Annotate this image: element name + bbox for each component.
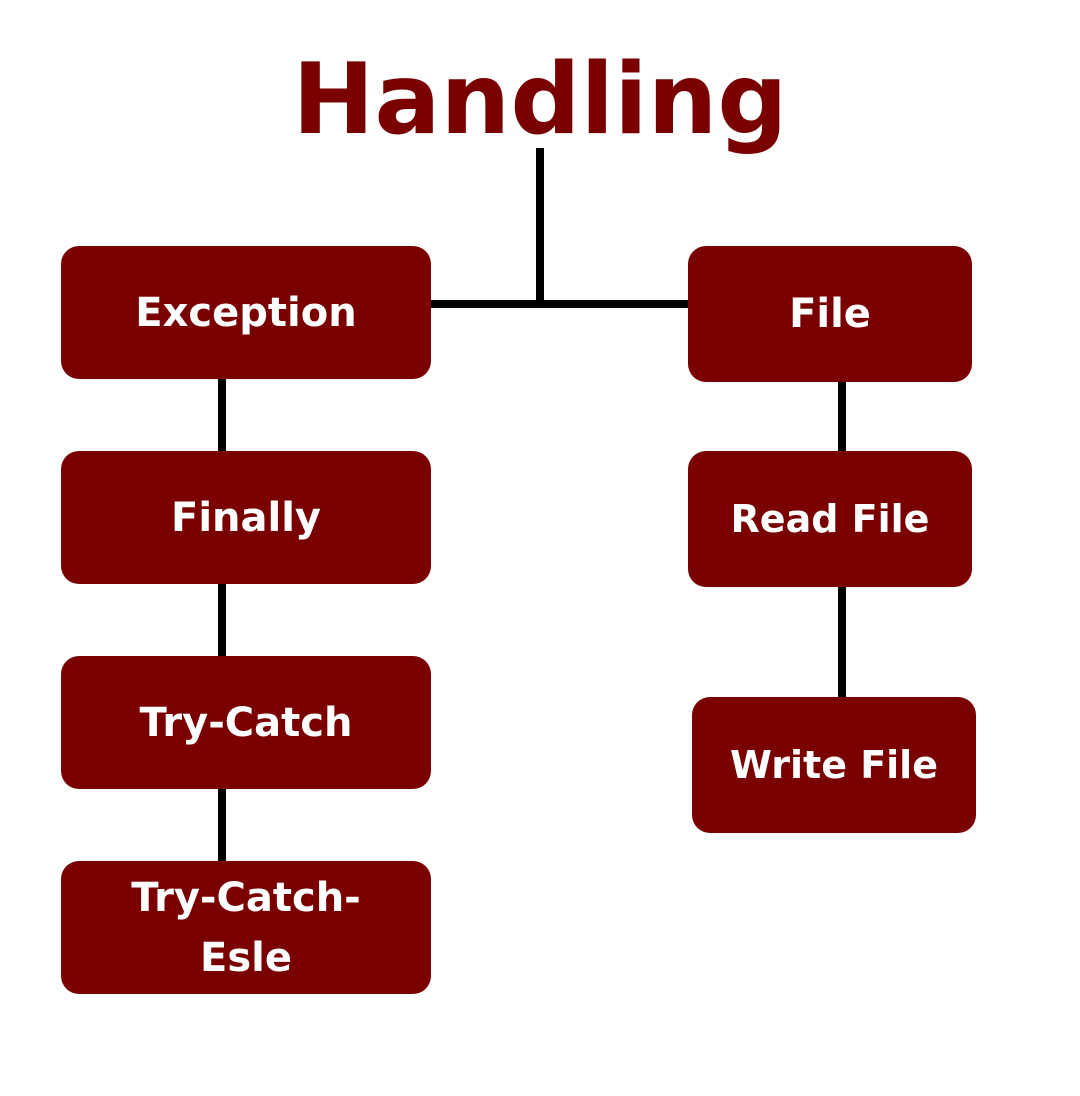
node-try-catch-label: Try-Catch — [139, 699, 353, 746]
node-write-file-label: Write File — [730, 743, 938, 787]
connector-root-stem — [536, 148, 544, 306]
node-file: File — [688, 246, 972, 382]
diagram-title: Handling — [292, 43, 788, 157]
node-read-file: Read File — [688, 451, 972, 587]
node-file-label: File — [789, 291, 871, 337]
connector-finally-try-catch — [218, 583, 226, 657]
connector-exception-finally — [218, 378, 226, 452]
connector-try-catch-try-catch-else — [218, 788, 226, 862]
node-try-catch-else-label: Try-Catch-Esle — [131, 874, 361, 981]
node-read-file-label: Read File — [730, 497, 930, 541]
connector-read-file-write-file — [838, 586, 846, 698]
node-exception: Exception — [61, 246, 431, 379]
node-try-catch: Try-Catch — [61, 656, 431, 789]
node-finally-label: Finally — [171, 494, 321, 541]
node-try-catch-else: Try-Catch-Esle — [61, 861, 431, 994]
node-write-file: Write File — [692, 697, 976, 833]
node-exception-label: Exception — [135, 289, 357, 336]
connector-file-read-file — [838, 380, 846, 452]
node-finally: Finally — [61, 451, 431, 584]
connector-horizontal-bar — [430, 300, 690, 308]
